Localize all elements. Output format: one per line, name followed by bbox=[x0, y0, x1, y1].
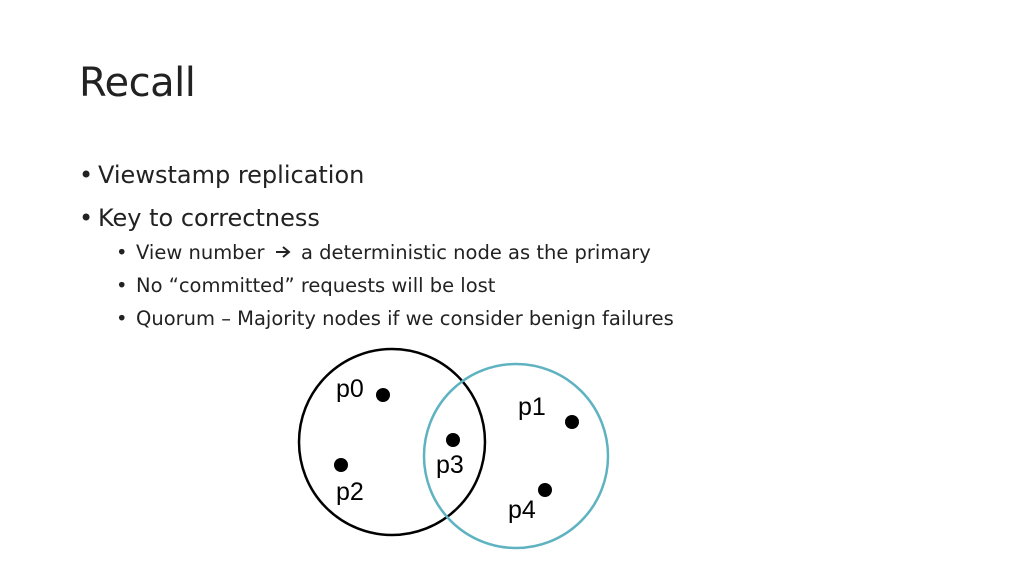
bullet-viewstamp: Viewstamp replication bbox=[79, 154, 674, 197]
sub-bullet-quorum: Quorum – Majority nodes if we consider b… bbox=[116, 302, 674, 335]
right-arrow-icon bbox=[275, 246, 291, 258]
sub-bullet-view-number: View number a deterministic node as the … bbox=[116, 236, 674, 269]
node-p4-dot bbox=[538, 483, 552, 497]
sub-bullet-group: View number a deterministic node as the … bbox=[79, 236, 674, 335]
right-quorum-circle bbox=[422, 362, 610, 550]
node-p1-dot bbox=[565, 415, 579, 429]
node-p2-dot bbox=[334, 458, 348, 472]
node-p3-label: p3 bbox=[436, 451, 464, 479]
node-p0-label: p0 bbox=[336, 375, 364, 403]
node-p4-label: p4 bbox=[508, 496, 536, 524]
node-p1-label: p1 bbox=[518, 393, 546, 421]
sub-bullet-committed: No “committed” requests will be lost bbox=[116, 269, 674, 302]
view-number-prefix: View number bbox=[136, 241, 265, 264]
left-quorum-circle bbox=[297, 347, 487, 537]
bullet-key-to-correctness: Key to correctness bbox=[79, 197, 674, 240]
node-p0-dot bbox=[376, 388, 390, 402]
node-p3-dot bbox=[446, 433, 460, 447]
node-p2-label: p2 bbox=[336, 478, 364, 506]
view-number-suffix: a deterministic node as the primary bbox=[300, 241, 651, 264]
slide-title: Recall bbox=[79, 60, 196, 106]
sub-bullet-list: View number a deterministic node as the … bbox=[79, 236, 674, 335]
bullet-list: Viewstamp replication Key to correctness… bbox=[79, 154, 674, 335]
